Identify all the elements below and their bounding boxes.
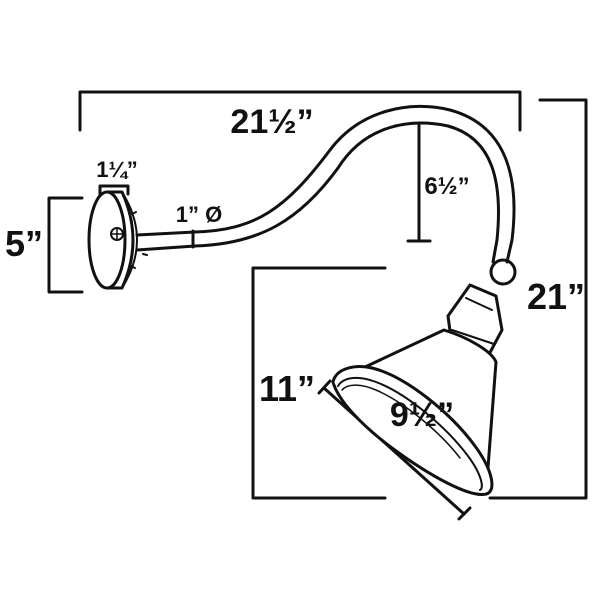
backplate-depth-label: 1¼”	[96, 157, 138, 182]
backplate-height-dimension-line	[47, 196, 84, 294]
gooseneck-arm	[135, 104, 516, 264]
backplate	[87, 190, 148, 290]
overall-height-label: 21”	[527, 276, 585, 317]
backplate-height-label: 5”	[5, 223, 43, 264]
shade-height-label: 11”	[259, 368, 315, 409]
reach-dimension-line	[78, 90, 522, 132]
rise-dimension-line	[406, 122, 432, 243]
shade-diameter-label: 9½”	[390, 396, 454, 434]
swivel-knuckle	[489, 258, 517, 286]
shade-height-dimension-line	[251, 266, 387, 500]
height-dimension-line	[488, 98, 588, 500]
lamp-shade	[331, 328, 498, 496]
arm-diameter-label: 1” Ø	[176, 202, 222, 227]
backplate-depth-dimension-line	[98, 184, 130, 196]
overall-reach-label: 21½”	[230, 103, 313, 141]
arm-rise-label: 6½”	[424, 173, 469, 200]
